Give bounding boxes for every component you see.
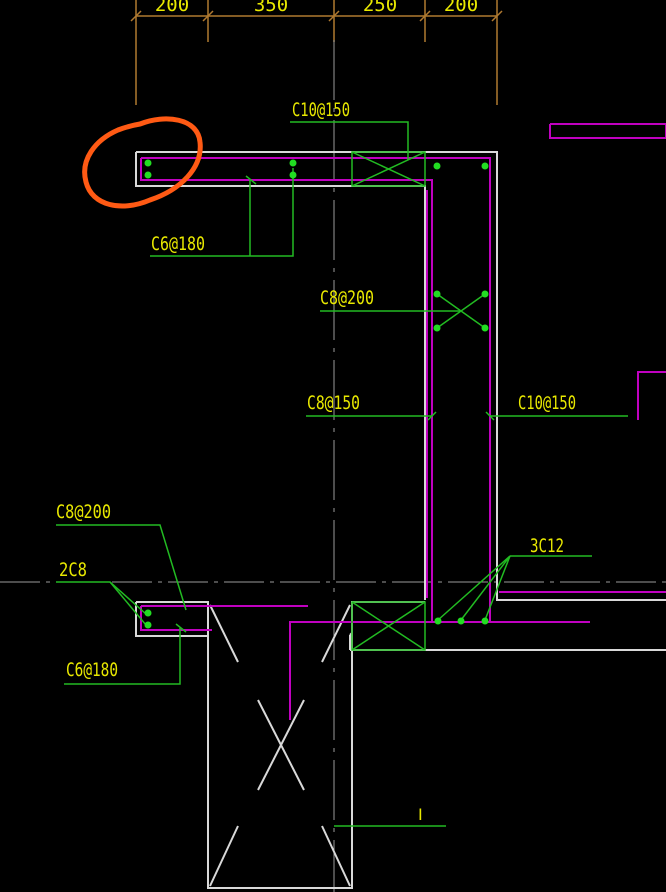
leader-bottom-2c8-branch (109, 581, 147, 626)
dimension-tick (130, 10, 142, 22)
column-corner-mark (209, 604, 239, 663)
label-wall-tie: C8@200 (320, 287, 374, 309)
bar-dot (289, 159, 297, 167)
dimension-label: 200 (155, 0, 189, 16)
top-slab-bottom-edge (135, 152, 426, 600)
leader-bottom-bars-branch (460, 555, 511, 621)
rebar-lines (140, 123, 666, 720)
label-wall-inner: C8@150 (307, 392, 360, 414)
bar-dots (144, 159, 489, 629)
axis-lines (0, 40, 666, 892)
dimension-tick (202, 10, 214, 22)
bar-dot (481, 324, 489, 332)
bar-dot (434, 617, 442, 625)
far-right-rebar (549, 123, 666, 139)
bottom-corner-stirrup-cross (351, 601, 426, 651)
label-bottom-slab: C6@180 (66, 659, 118, 681)
leader-wall-inner-tick (427, 411, 437, 421)
dimension-label: 200 (444, 0, 478, 16)
top-slab-rebar-lower (140, 158, 433, 622)
leader-top-stirrup (290, 121, 409, 160)
leader-bottom-slab (64, 628, 181, 685)
label-wall-outer: C10@150 (518, 392, 576, 414)
far-right-rebar-2 (637, 371, 666, 420)
label-top-stirrup: C10@150 (292, 99, 350, 121)
column-corner-mark (321, 825, 351, 887)
bottom-rebar-extension (289, 621, 590, 720)
column-corner-mark (321, 604, 351, 663)
label-top-slab: C6@180 (151, 233, 205, 255)
leader-wall-outer-tick (485, 411, 495, 421)
top-corner-stirrup (351, 151, 426, 187)
top-slab-rebar (141, 157, 491, 622)
bar-dot (433, 162, 441, 170)
leader-bottom-bars-branch (437, 555, 511, 621)
bar-dot (481, 617, 489, 625)
label-bottom-bars: 3C12 (530, 535, 564, 557)
leader-bottom-bars-branch (484, 555, 511, 621)
dimension-tick (419, 10, 431, 22)
bar-dot (144, 159, 152, 167)
leader-bottom-slab-tick (175, 623, 187, 633)
bar-dot (144, 171, 152, 179)
bar-dot (289, 171, 297, 179)
bottom-slab-rebar-lower (140, 606, 212, 631)
label-bottom-c8-200: C8@200 (56, 501, 111, 523)
stirrups (351, 151, 486, 651)
bar-dot (144, 609, 152, 617)
annotation-labels: C10@150 C6@180 C8@200 C8@150 C10@150 C8@… (56, 99, 576, 824)
dimension-tick (328, 10, 340, 22)
top-corner-stirrup-cross (351, 151, 426, 187)
top-slab-and-wall-outline (136, 151, 666, 601)
column-cross (257, 699, 305, 791)
leader-top-slab (150, 168, 294, 257)
label-small-mark: Ⅰ (418, 805, 423, 824)
dimension-tick (491, 10, 503, 22)
bar-dot (481, 290, 489, 298)
dimension-label: 250 (363, 0, 397, 16)
wall-tie-cross (436, 293, 486, 329)
bar-dot (457, 617, 465, 625)
dimension-labels: 200 350 250 200 (155, 0, 478, 16)
dimension-group (130, 0, 503, 105)
column-corner-mark (209, 825, 239, 887)
bar-dot (144, 621, 152, 629)
dimension-label: 350 (254, 0, 288, 16)
concrete-outline (135, 151, 666, 889)
leader-bottom-c8-200 (56, 524, 187, 611)
bar-dot (433, 290, 441, 298)
label-bottom-2c8: 2C8 (59, 559, 87, 581)
highlight-circle (82, 116, 203, 209)
bar-dot (433, 324, 441, 332)
bottom-corner-stirrup (351, 601, 426, 651)
bar-dot (481, 162, 489, 170)
leader-top-slab-tick (245, 175, 257, 185)
leaders (56, 121, 628, 827)
